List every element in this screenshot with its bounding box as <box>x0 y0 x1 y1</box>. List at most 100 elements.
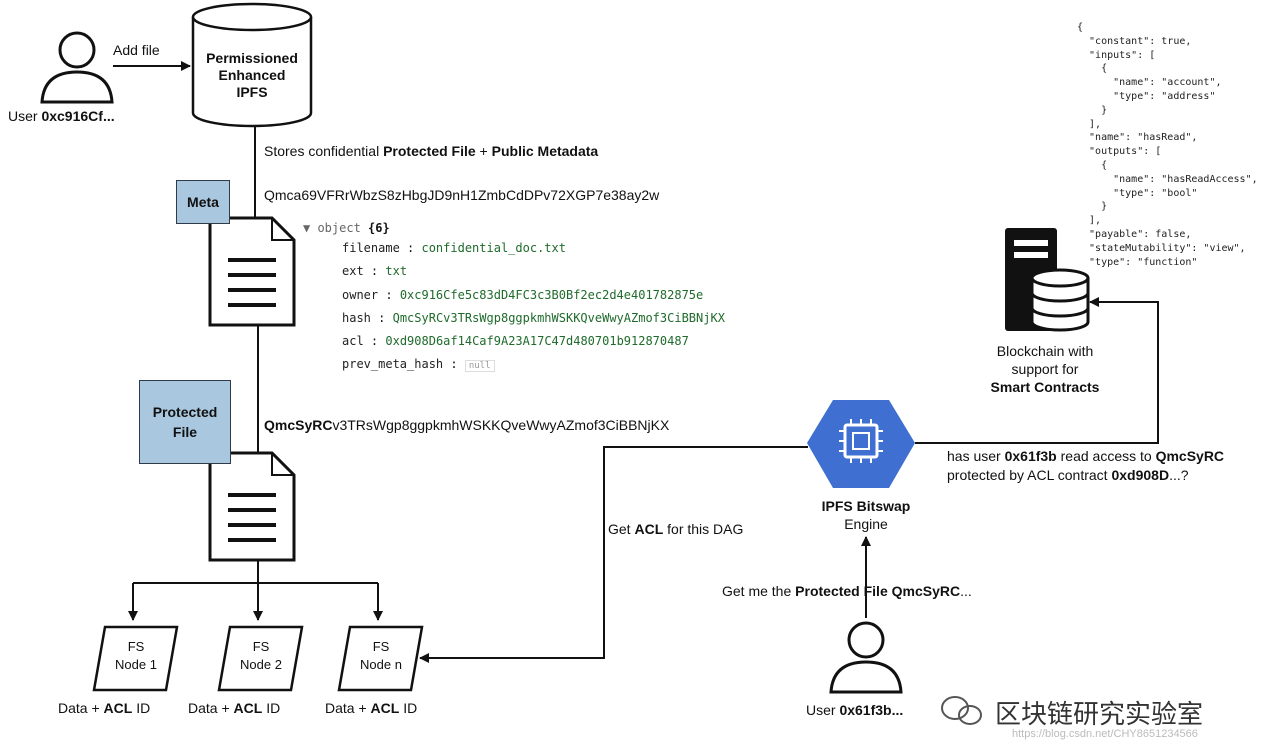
abi-json-line: "name": "hasRead", <box>1077 132 1198 144</box>
question-t2: read access to <box>1056 448 1156 464</box>
object-row-value: 0xc916Cfe5c83dD4FC3c3B0Bf2ec2d4e40178287… <box>399 288 704 302</box>
stores-text: Stores confidential <box>264 143 384 159</box>
bitswap-label: IPFS Bitswap Engine <box>800 497 932 533</box>
bitswap-to-blockchain-arrow <box>915 297 1159 444</box>
fs-node-1-acl: ACL <box>103 700 133 716</box>
protected-hash-bold: QmcSyRC <box>264 417 333 433</box>
wechat-icon <box>941 696 982 725</box>
question-t3: protected by ACL contract <box>947 467 1112 483</box>
object-row-value: null <box>464 360 495 372</box>
object-row: hash : QmcSyRCv3TRsWgp8ggpkmhWSKKQveWwyA… <box>342 311 725 325</box>
meta-tag: Meta <box>176 180 230 224</box>
fs-node-n-data-prefix: Data + <box>325 700 371 716</box>
fs-node-n-data: Data + ACL ID <box>325 700 417 716</box>
abi-json-line: { <box>1077 63 1108 75</box>
blockchain-label-line1: Blockchain with <box>996 343 1094 359</box>
fs-node-n-acl: ACL <box>370 700 400 716</box>
fs-node-2-acl: ACL <box>233 700 263 716</box>
get-file-label: Get me the Protected File QmcSyRC... <box>722 583 972 599</box>
question-b2: QmcSyRC <box>1155 448 1225 464</box>
fs-node-n-line1: FS <box>372 639 390 654</box>
user-top-label: User 0xc916Cf... <box>8 108 115 124</box>
blockchain-label-line3: Smart Contracts <box>990 379 1100 395</box>
abi-json-line: "constant": true, <box>1077 35 1192 47</box>
object-row-key: filename <box>342 241 400 255</box>
abi-json-line: "inputs": [ <box>1077 49 1156 61</box>
ipfs-label-line2: Enhanced <box>218 67 286 83</box>
fs-node-n-label: FS Node n <box>345 638 417 674</box>
ipfs-label: Permissioned Enhanced IPFS <box>193 50 311 101</box>
object-row-key: owner <box>342 288 379 302</box>
object-row-value: confidential_doc.txt <box>421 241 566 255</box>
fs-node-2-line2: Node 2 <box>240 657 282 672</box>
get-file-bold: Protected File QmcSyRC <box>795 583 961 599</box>
object-row-value: txt <box>385 264 408 278</box>
abi-json-line: } <box>1077 201 1108 213</box>
question-t1: has user <box>947 448 1005 464</box>
bitswap-label-line1: IPFS Bitswap <box>821 498 911 514</box>
fs-node-1-data-prefix: Data + <box>58 700 104 716</box>
protected-hash: QmcSyRCv3TRsWgp8ggpkmhWSKKQveWwyAZmof3Ci… <box>264 417 669 433</box>
object-row-key: prev_meta_hash <box>342 357 444 371</box>
fs-node-1-line1: FS <box>127 639 145 654</box>
question-b3: 0xd908D <box>1111 467 1170 483</box>
abi-json-line: "outputs": [ <box>1077 146 1162 158</box>
get-acl-connector <box>419 446 808 663</box>
protected-tag-line1: Protected <box>152 404 218 420</box>
protected-tag-line2: File <box>172 424 198 440</box>
watermark-url: https://blog.csdn.net/CHY8651234566 <box>1012 728 1198 740</box>
abi-json-line: { <box>1077 22 1084 33</box>
object-type: object <box>317 221 361 235</box>
fs-node-2-data-prefix: Data + <box>188 700 234 716</box>
get-acl-post: for this DAG <box>663 521 744 537</box>
abi-json-line: ], <box>1077 215 1102 227</box>
get-acl-label: Get ACL for this DAG <box>608 521 743 537</box>
fs-node-1-suffix: ID <box>132 700 151 716</box>
fs-node-2-line1: FS <box>252 639 270 654</box>
stores-label: Stores confidential Protected File + Pub… <box>264 143 598 159</box>
protected-tag: Protected File <box>139 380 231 464</box>
question-b1: 0x61f3b <box>1004 448 1057 464</box>
abi-json-line: ], <box>1077 118 1102 130</box>
user-top-prefix: User <box>8 108 42 124</box>
object-row: filename : confidential_doc.txt <box>342 241 566 255</box>
get-file-pre: Get me the <box>722 583 796 599</box>
user-bottom-prefix: User <box>806 702 840 718</box>
object-row: acl : 0xd908D6af14Caf9A23A17C47d480701b9… <box>342 334 689 348</box>
fs-node-1-label: FS Node 1 <box>100 638 172 674</box>
blockchain-label-line2: support for <box>1011 361 1079 377</box>
ipfs-database-icon <box>191 2 313 128</box>
ipfs-label-line1: Permissioned <box>206 50 298 66</box>
access-question-label: has user 0x61f3b read access to QmcSyRC … <box>947 447 1224 485</box>
stores-protected: Protected File <box>383 143 476 159</box>
abi-json-line: "type": "bool" <box>1077 187 1198 199</box>
fs-node-2-label: FS Node 2 <box>225 638 297 674</box>
abi-json-line: } <box>1077 104 1108 116</box>
add-file-label: Add file <box>113 42 160 58</box>
fs-node-2-shape <box>217 625 304 692</box>
abi-json-line: "type": "function" <box>1077 256 1198 268</box>
object-row-key: ext <box>342 264 364 278</box>
protected-hash-rest: v3TRsWgp8ggpkmhWSKKQveWwyAZmof3CiBBNjKX <box>332 417 670 433</box>
user-bottom-id: 0x61f3b... <box>839 702 904 718</box>
abi-json-line: "name": "account", <box>1077 77 1222 89</box>
object-row-value: QmcSyRCv3TRsWgp8ggpkmhWSKKQveWwyAZmof3Ci… <box>392 311 725 325</box>
blockchain-server-icon <box>1005 228 1090 332</box>
fs-node-2-suffix: ID <box>262 700 281 716</box>
object-row: prev_meta_hash : null <box>342 357 495 372</box>
user-top-id: 0xc916Cf... <box>41 108 115 124</box>
fs-node-2-data: Data + ACL ID <box>188 700 280 716</box>
blockchain-label: Blockchain with support for Smart Contra… <box>975 342 1115 396</box>
fs-node-1-shape <box>92 625 179 692</box>
abi-json-line: "name": "hasReadAccess", <box>1077 173 1258 185</box>
object-row-key: hash <box>342 311 371 325</box>
protected-document-icon <box>208 451 296 562</box>
fs-node-1-data: Data + ACL ID <box>58 700 150 716</box>
object-count: {6} <box>368 221 390 235</box>
abi-json-line: "stateMutability": "view", <box>1077 242 1246 254</box>
bitswap-chip-icon <box>807 400 915 488</box>
ipfs-label-line3: IPFS <box>236 84 268 100</box>
meta-document-icon <box>208 216 296 327</box>
user-top-icon <box>40 31 114 104</box>
